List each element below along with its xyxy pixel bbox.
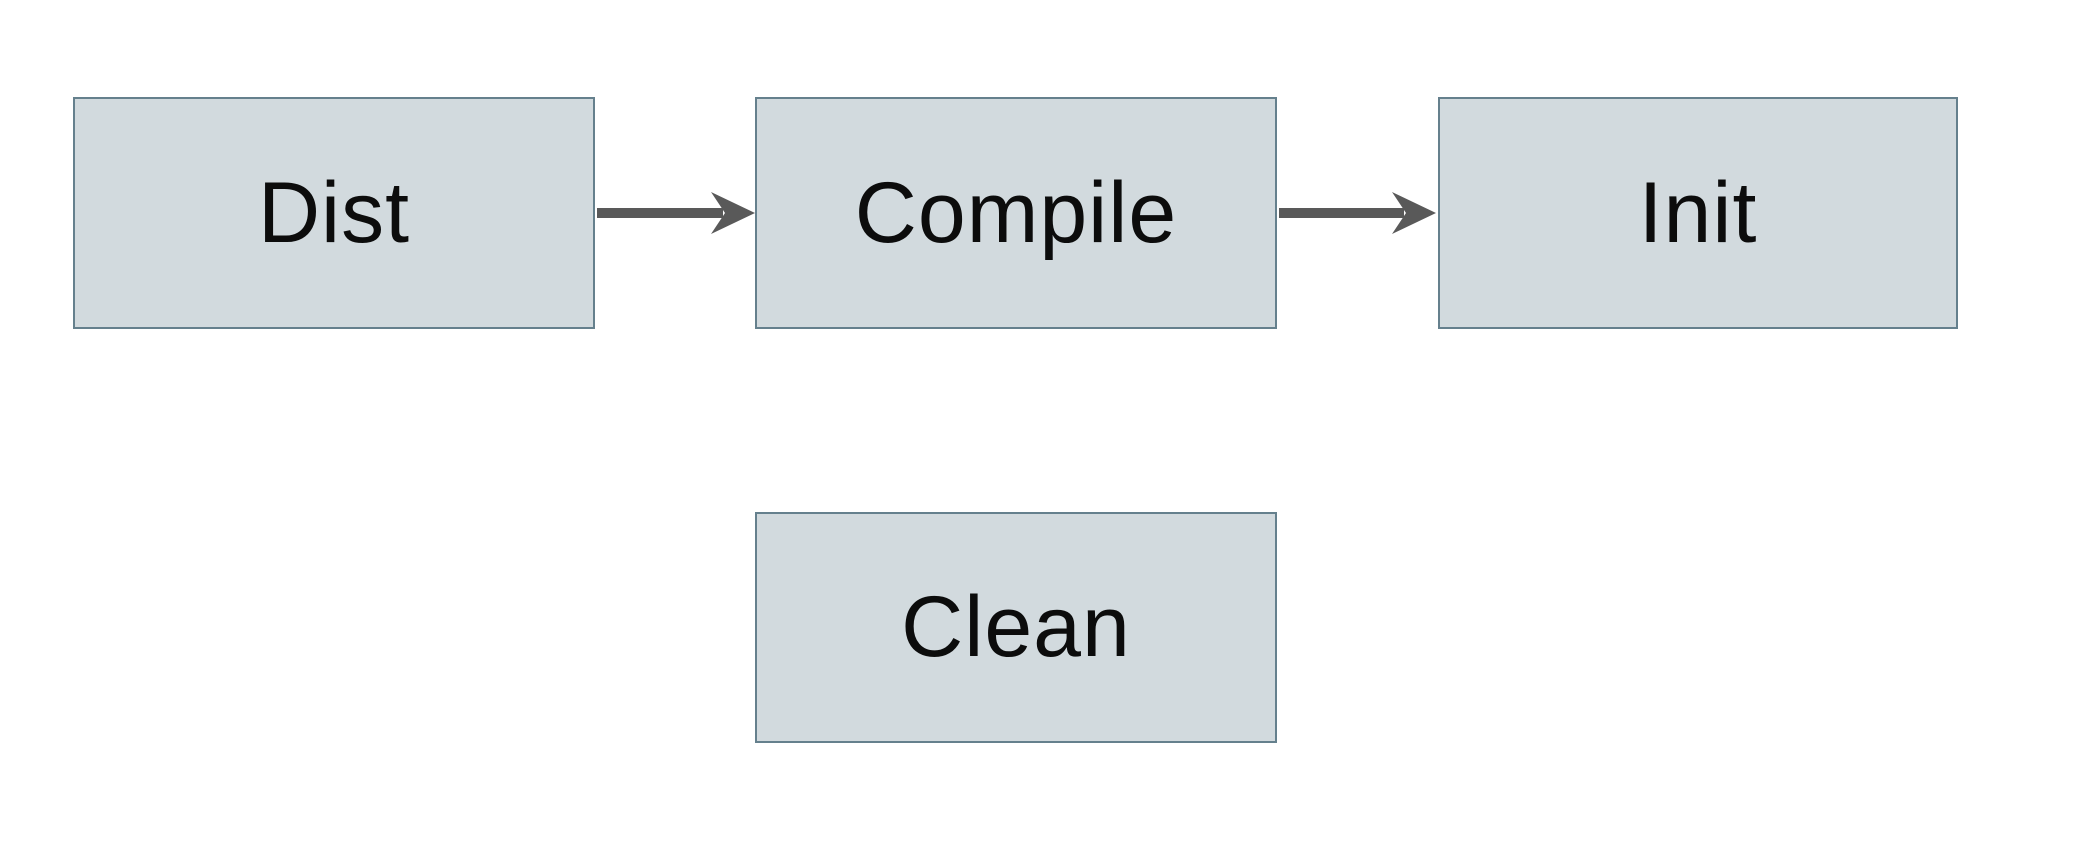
node-compile: Compile bbox=[755, 97, 1277, 329]
node-compile-label: Compile bbox=[854, 164, 1178, 261]
node-clean: Clean bbox=[755, 512, 1277, 743]
node-dist: Dist bbox=[73, 97, 595, 329]
arrow-compile-to-init bbox=[1279, 192, 1436, 234]
node-clean-label: Clean bbox=[901, 579, 1131, 675]
node-init-label: Init bbox=[1638, 164, 1758, 261]
arrow-dist-to-compile bbox=[597, 192, 755, 234]
node-dist-label: Dist bbox=[257, 164, 411, 261]
node-init: Init bbox=[1438, 97, 1958, 329]
